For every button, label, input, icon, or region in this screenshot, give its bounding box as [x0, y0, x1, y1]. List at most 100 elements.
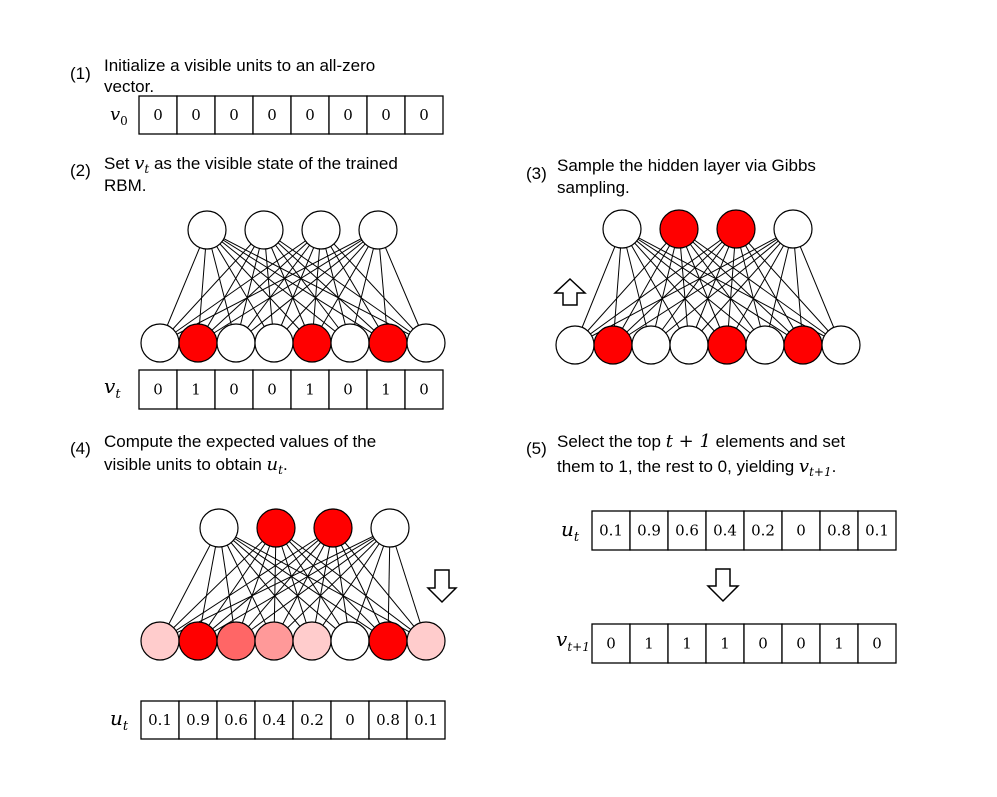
step-3-edge-h0-v0: [574, 228, 623, 346]
step-3-edge-h3-v3: [688, 228, 794, 346]
step-5-v-vector-cell-value-0: 0: [606, 635, 616, 653]
step-5-u-vector-cell-value-7: 0.1: [865, 522, 889, 540]
step-3-hidden-unit-0: [602, 209, 642, 249]
step-4-edge-h1-v1: [197, 527, 277, 642]
step-4-vector-cell-value-6: 0.8: [376, 711, 400, 729]
step-1-number: (1): [70, 64, 91, 83]
step-3-edge-h1-v0: [574, 228, 680, 346]
step-4-edge-h2-v7: [332, 527, 427, 642]
step-1-vector-cell-6: [366, 95, 406, 135]
step-2-edge-h3-v2: [235, 229, 379, 344]
step-3-hidden-unit-3: [773, 209, 813, 249]
step-2-visible-unit-7: [406, 323, 446, 363]
step-2-edge-h2-v2: [235, 229, 322, 344]
step-4-edge-h2-v2: [235, 527, 334, 642]
step-4-edge-h2-v0: [159, 527, 334, 642]
step-5-u-vector-cell-4: [743, 510, 783, 551]
step-5-u-vector-cell-7: [857, 510, 897, 551]
step-2-vector-cell-value-4: 1: [305, 381, 315, 399]
step-3-hidden-unit-1: [659, 209, 699, 249]
step-4-visible-unit-4: [292, 621, 332, 661]
step-2-hidden-unit-0: [187, 210, 227, 250]
step-2-edge-h3-v4: [311, 229, 379, 344]
step-4-edge-h1-v0: [159, 527, 277, 642]
step-4-vector-cell-value-0: 0.1: [148, 711, 172, 729]
step-2-vector-cell-value-0: 0: [153, 381, 163, 399]
step-4-visible-unit-3: [254, 621, 294, 661]
step-2-hidden-unit-1: [244, 210, 284, 250]
step-5-u-vector-cell-value-4: 0.2: [751, 522, 775, 540]
step-4-vector-cell-value-2: 0.6: [224, 711, 248, 729]
step-3-edge-h2-v1: [612, 228, 737, 346]
step-5-u-vector-label: ut: [561, 517, 580, 545]
step-4-edge-h0-v0: [159, 527, 220, 642]
step-2-vector-cell-value-7: 0: [419, 381, 429, 399]
step-4-hidden-unit-3: [370, 508, 410, 548]
step-5-u-vector-cell-value-2: 0.6: [675, 522, 699, 540]
down-arrow-icon: [426, 569, 458, 604]
step-3-visible-unit-4: [707, 325, 747, 365]
step-2-rbm-network: [140, 210, 446, 363]
step-5-u-vector-cell-6: [819, 510, 859, 551]
step-1-vector-cell-value-7: 0: [419, 106, 429, 124]
step-1-vector-label: v0: [110, 104, 128, 128]
step-4-vector-cell-value-4: 0.2: [300, 711, 324, 729]
step-2-vector-cell-2: [214, 369, 254, 410]
step-2-hidden-unit-2: [301, 210, 341, 250]
step-1-vector-cell-value-1: 0: [191, 106, 201, 124]
step-3-hidden-unit-2: [716, 209, 756, 249]
step-5-u-vector-cell-value-5: 0: [796, 522, 806, 540]
step-4-visible-unit-5: [330, 621, 370, 661]
step-1-vector-cell-4: [290, 95, 330, 135]
step-4-line-2: visible units to obtain ut.: [104, 454, 288, 477]
step-2-line-1: Set vt as the visible state of the train…: [104, 153, 398, 176]
step-3-edge-h3-v2: [650, 228, 794, 346]
step-4-vector-cell-4: [292, 700, 332, 740]
step-1-vector-cell-value-4: 0: [305, 106, 315, 124]
step-4-edge-h3-v1: [197, 527, 391, 642]
step-4-hidden-unit-0: [199, 508, 239, 548]
step-2-vector-cell-value-1: 1: [191, 381, 201, 399]
step-3-visible-unit-7: [821, 325, 861, 365]
step-2-edge-h3-v1: [197, 229, 379, 344]
step-5-u-vector-cell-value-6: 0.8: [827, 522, 851, 540]
step-3-edge-h3-v1: [612, 228, 794, 346]
step-5-v-vector-cell-value-3: 1: [720, 635, 730, 653]
step-4-rbm-network: [140, 508, 446, 661]
step-3: (3) Sample the hidden layer via Gibbs sa…: [526, 156, 861, 365]
step-4-vector-label: ut: [110, 706, 129, 734]
step-1-vector-cell-5: [328, 95, 368, 135]
step-1-vector-cell-7: [404, 95, 444, 135]
step-4-edges: [159, 527, 427, 642]
step-4-edge-h3-v2: [235, 527, 391, 642]
step-2-visible-unit-3: [254, 323, 294, 363]
step-2: (2) Set vt as the visible state of the t…: [70, 153, 446, 410]
step-2-visible-unit-4: [292, 323, 332, 363]
step-5-v-vector-cell-1: [629, 623, 669, 664]
step-4-hidden-unit-2: [313, 508, 353, 548]
step-3-visible-unit-6: [783, 325, 823, 365]
step-4-vector-cell-value-5: 0: [345, 711, 355, 729]
step-2-edge-h1-v0: [159, 229, 265, 344]
step-5-line-1: Select the top t + 1 elements and set: [557, 431, 845, 452]
step-1-vector-cell-1: [176, 95, 216, 135]
step-3-visible-unit-0: [555, 325, 595, 365]
step-2-hidden-unit-3: [358, 210, 398, 250]
up-arrow-icon: [553, 277, 587, 306]
step-4-visible-unit-0: [140, 621, 180, 661]
step-2-vector-cell-value-6: 1: [381, 381, 391, 399]
step-1-vector-cell-2: [214, 95, 254, 135]
step-2-number: (2): [70, 161, 91, 180]
down-arrow-icon: [706, 568, 740, 603]
step-5-u-vector-cell-1: [629, 510, 669, 551]
step-3-visible-unit-1: [593, 325, 633, 365]
step-4-vector-cell-value-7: 0.1: [414, 711, 438, 729]
step-4-edge-h3-v4: [311, 527, 391, 642]
step-4-vector-cell-6: [368, 700, 408, 740]
step-5-v-vector-cell-value-6: 1: [834, 635, 844, 653]
step-3-number: (3): [526, 164, 547, 183]
step-3-rbm-network: [555, 209, 861, 365]
step-2-vector-cell-value-2: 0: [229, 381, 239, 399]
step-4-vector-cell-0: [140, 700, 180, 740]
